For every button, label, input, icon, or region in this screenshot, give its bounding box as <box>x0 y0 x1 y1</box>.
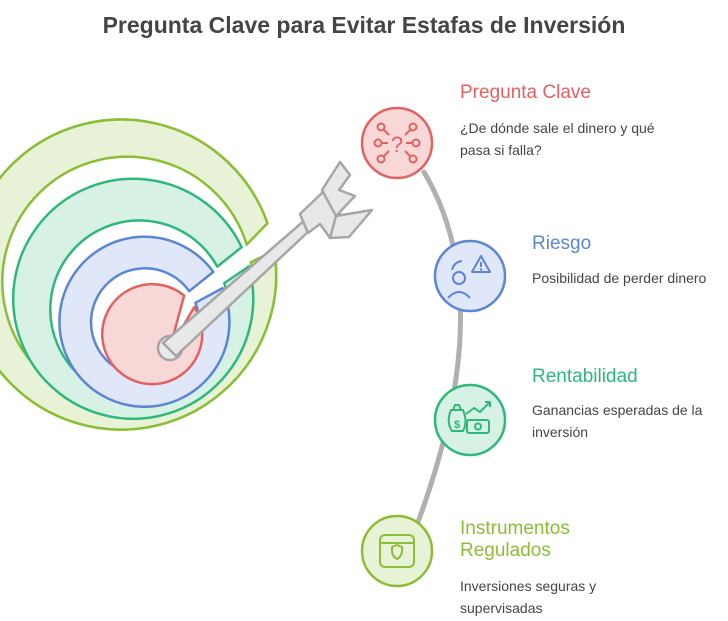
connector-arc <box>415 169 463 525</box>
target-ring-red <box>101 282 204 386</box>
svg-text:$: $ <box>454 419 460 431</box>
person-warning-icon <box>433 239 507 313</box>
page-title: Pregunta Clave para Evitar Estafas de In… <box>102 12 626 38</box>
arrow-icon <box>161 160 374 358</box>
item-desc-instrumentos-regulados: Inversiones seguras y supervisadas <box>460 578 597 616</box>
item-desc-rentabilidad: Ganancias esperadas de la inversión <box>532 402 703 440</box>
question-network-icon: ? <box>360 106 434 180</box>
target-icon <box>0 118 278 431</box>
item-title-rentabilidad: Rentabilidad <box>532 366 638 387</box>
item-title-instrumentos-regulados: Instrumentos Regulados <box>460 518 570 561</box>
item-title-pregunta-clave: Pregunta Clave <box>460 82 591 103</box>
item-title-riesgo: Riesgo <box>532 233 592 254</box>
shield-document-icon <box>360 514 434 588</box>
money-growth-icon: $ <box>433 383 507 457</box>
item-desc-pregunta-clave: ¿De dónde sale el dinero y qué pasa si f… <box>460 120 655 158</box>
item-desc-riesgo: Posibilidad de perder dinero <box>532 270 707 286</box>
svg-text:?: ? <box>391 132 403 157</box>
